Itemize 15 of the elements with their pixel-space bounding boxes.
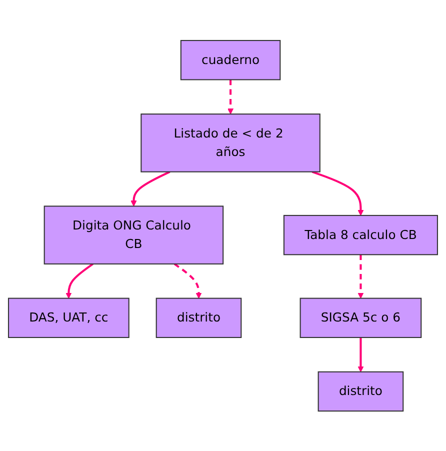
node-box: Tabla 8 calculo CB xyxy=(283,214,438,255)
arrow xyxy=(358,337,364,372)
arrow xyxy=(174,262,202,298)
arrow xyxy=(228,79,234,114)
node-box: SIGSA 5c o 6 xyxy=(300,298,422,338)
node-box: distrito xyxy=(156,298,242,338)
node-box: DAS, UAT, cc xyxy=(8,298,130,338)
arrow xyxy=(358,254,364,298)
arrow xyxy=(66,262,94,298)
arrow xyxy=(312,170,364,216)
node-box: distrito xyxy=(318,371,404,412)
node-box: Listado de < de 2 años xyxy=(140,113,320,172)
node-box: cuaderno xyxy=(180,40,281,80)
arrow xyxy=(130,170,170,206)
node-box: Digita ONG Calculo CB xyxy=(44,205,224,264)
